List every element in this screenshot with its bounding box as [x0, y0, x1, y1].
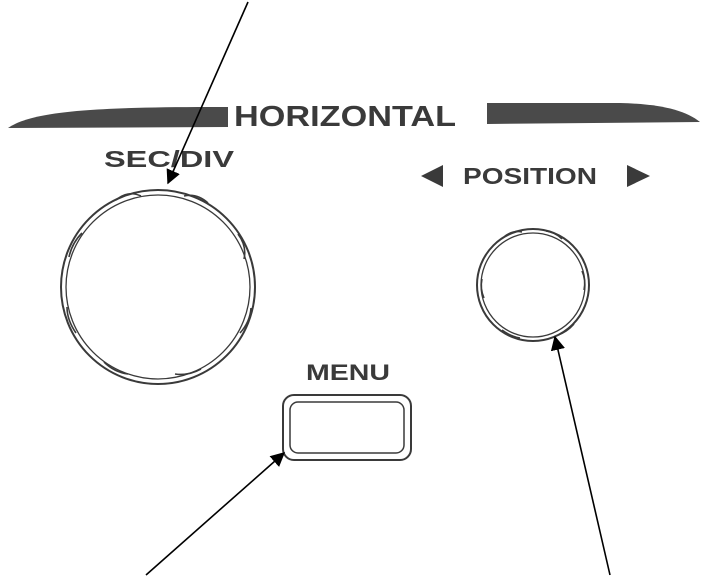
pointer-arrow-position	[550, 335, 611, 576]
pointer-arrow-sec-div	[166, 1, 249, 185]
triangle-left-icon	[421, 165, 443, 187]
position-label: POSITION	[463, 163, 597, 189]
triangle-right-icon	[627, 165, 650, 187]
header-band-left	[8, 107, 228, 128]
menu-label: MENU	[306, 360, 390, 385]
pointer-arrow-menu	[145, 452, 286, 576]
sec-div-knob[interactable]	[60, 189, 256, 385]
position-knob[interactable]	[476, 228, 590, 342]
header-band-right	[487, 103, 700, 124]
menu-button[interactable]	[282, 394, 412, 461]
section-title: HORIZONTAL	[234, 101, 456, 133]
sec-div-label: SEC/DIV	[104, 146, 235, 172]
